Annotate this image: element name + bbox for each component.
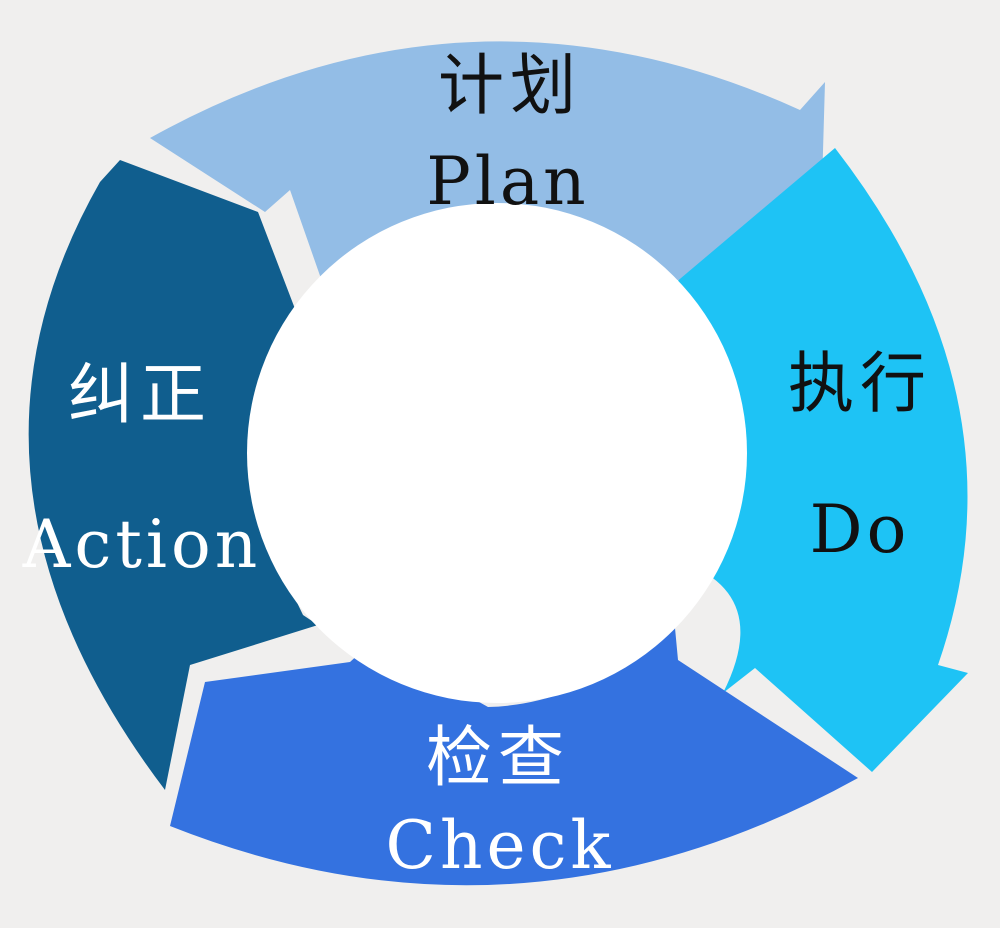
check-label-en: Check	[385, 807, 615, 884]
action-label-en: Action	[22, 506, 262, 583]
do-label-cn: 执行	[788, 345, 932, 422]
check-arrow-segment	[170, 628, 858, 886]
plan-arrow-segment	[150, 41, 825, 292]
plan-label-en: Plan	[426, 143, 590, 220]
action-label-cn: 纠正	[68, 356, 212, 433]
do-arrow-segment	[655, 148, 968, 772]
action-arrow-segment	[28, 160, 318, 790]
do-label-en: Do	[809, 491, 911, 568]
check-label-cn: 检查	[426, 719, 570, 796]
center-hole	[247, 203, 747, 703]
plan-label-cn: 计划	[438, 47, 582, 124]
